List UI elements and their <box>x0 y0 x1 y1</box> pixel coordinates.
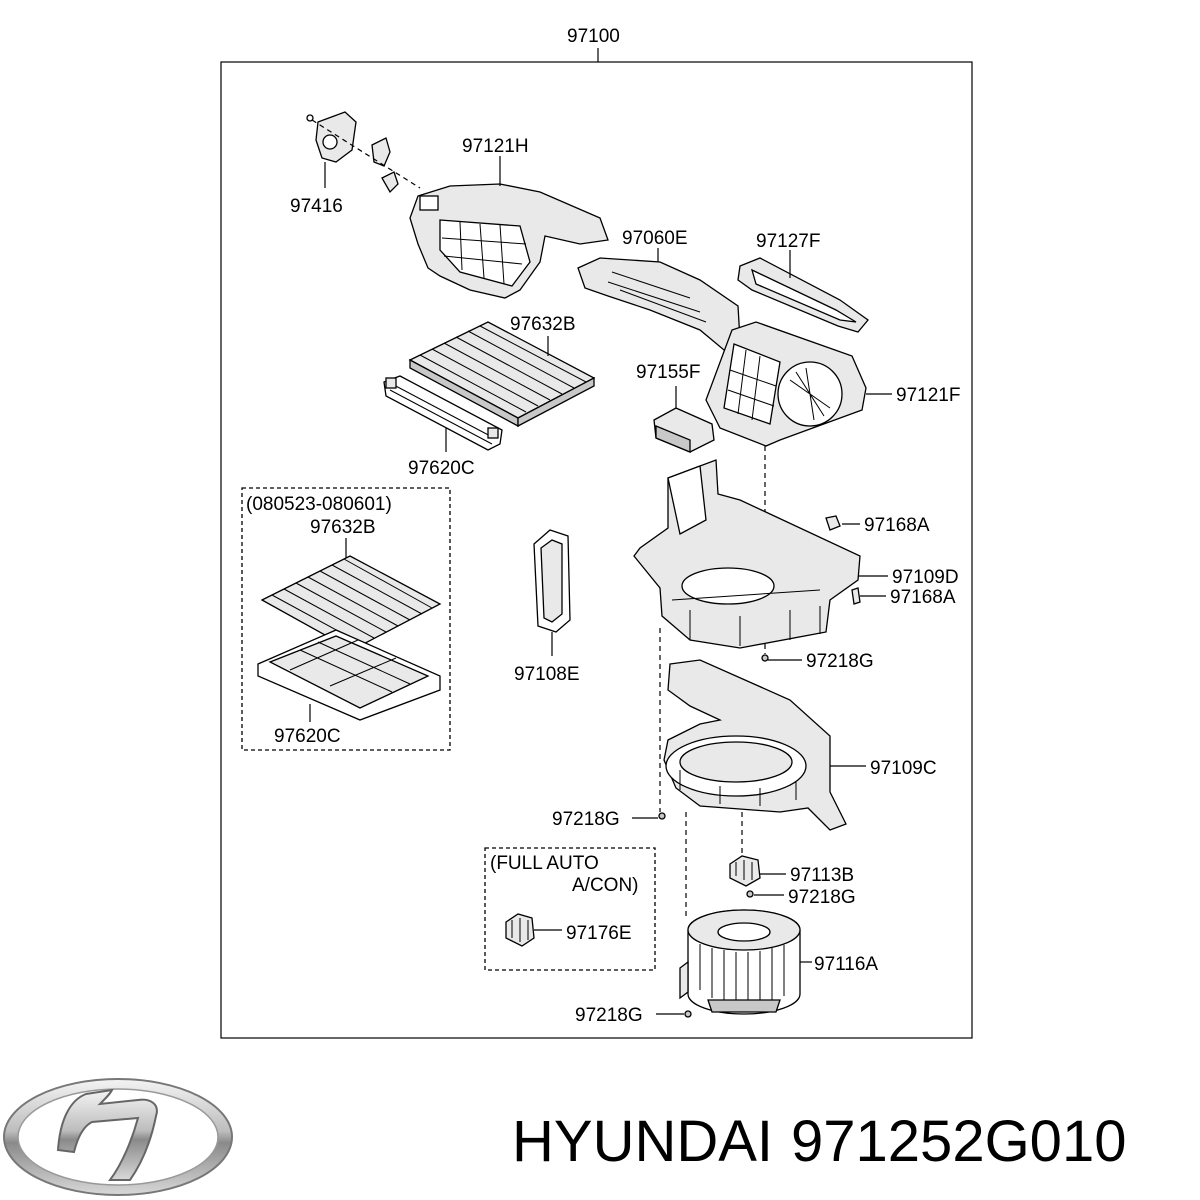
duct-97060E <box>577 257 741 351</box>
label-97116A: 97116A <box>814 954 878 975</box>
label-97121H: 97121H <box>462 136 529 157</box>
label-97108E: 97108E <box>514 664 580 685</box>
label-97218G-4: 97218G <box>575 1005 643 1026</box>
inset-filter-label: 97632B <box>310 517 376 538</box>
label-97109D: 97109D <box>892 567 959 588</box>
label-97155F: 97155F <box>636 362 700 383</box>
label-97218G-1: 97218G <box>806 651 874 672</box>
label-97168A-2: 97168A <box>890 587 956 608</box>
inset-auto-box <box>484 847 656 971</box>
label-97060E: 97060E <box>622 228 688 249</box>
label-97113B: 97113B <box>790 865 854 886</box>
inset-auto-line1: (FULL AUTO <box>490 853 599 874</box>
label-97218G-3: 97218G <box>788 887 856 908</box>
assembly-frame <box>220 61 973 1039</box>
intake-case-97121H <box>409 183 609 299</box>
inset-holder-label: 97620C <box>274 726 341 747</box>
filter-holder-97620C <box>383 375 503 451</box>
label-97168A-1: 97168A <box>864 515 930 536</box>
resistor-97113B <box>729 855 761 887</box>
blower-motor-97116A <box>679 909 801 1015</box>
assembly-label: 97100 <box>567 26 620 47</box>
label-97127F: 97127F <box>756 231 820 252</box>
seal-97108E <box>533 529 571 633</box>
inset-resistor-97176E <box>505 913 535 947</box>
label-97109C: 97109C <box>870 758 937 779</box>
label-97416: 97416 <box>290 196 343 217</box>
hyundai-logo-icon <box>3 1078 233 1196</box>
label-97121F: 97121F <box>896 385 960 406</box>
cabin-filter-97632B <box>408 321 596 428</box>
inset-auto-line2: A/CON) <box>572 875 639 896</box>
inset-holder-97620C <box>257 629 441 721</box>
label-97176E: 97176E <box>566 923 632 944</box>
label-97620C: 97620C <box>408 458 475 479</box>
control-module-97155F <box>653 407 715 453</box>
label-97632B: 97632B <box>510 314 576 335</box>
lower-case-97109C <box>663 659 847 831</box>
intake-housing-97121F <box>705 321 867 447</box>
actuator-97416 <box>306 111 421 194</box>
brand-name: HYUNDAI <box>512 1109 774 1174</box>
inset-filter-box <box>241 487 451 751</box>
footer-brand-line: HYUNDAI 971252G010 <box>512 1108 1144 1175</box>
inset-filter-97632B <box>260 555 442 651</box>
upper-case-97109D <box>633 459 861 649</box>
cover-97127F <box>737 257 869 333</box>
label-97218G-2: 97218G <box>552 809 620 830</box>
inset-date-range: (080523-080601) <box>246 494 392 515</box>
part-number: 971252G010 <box>791 1109 1127 1174</box>
